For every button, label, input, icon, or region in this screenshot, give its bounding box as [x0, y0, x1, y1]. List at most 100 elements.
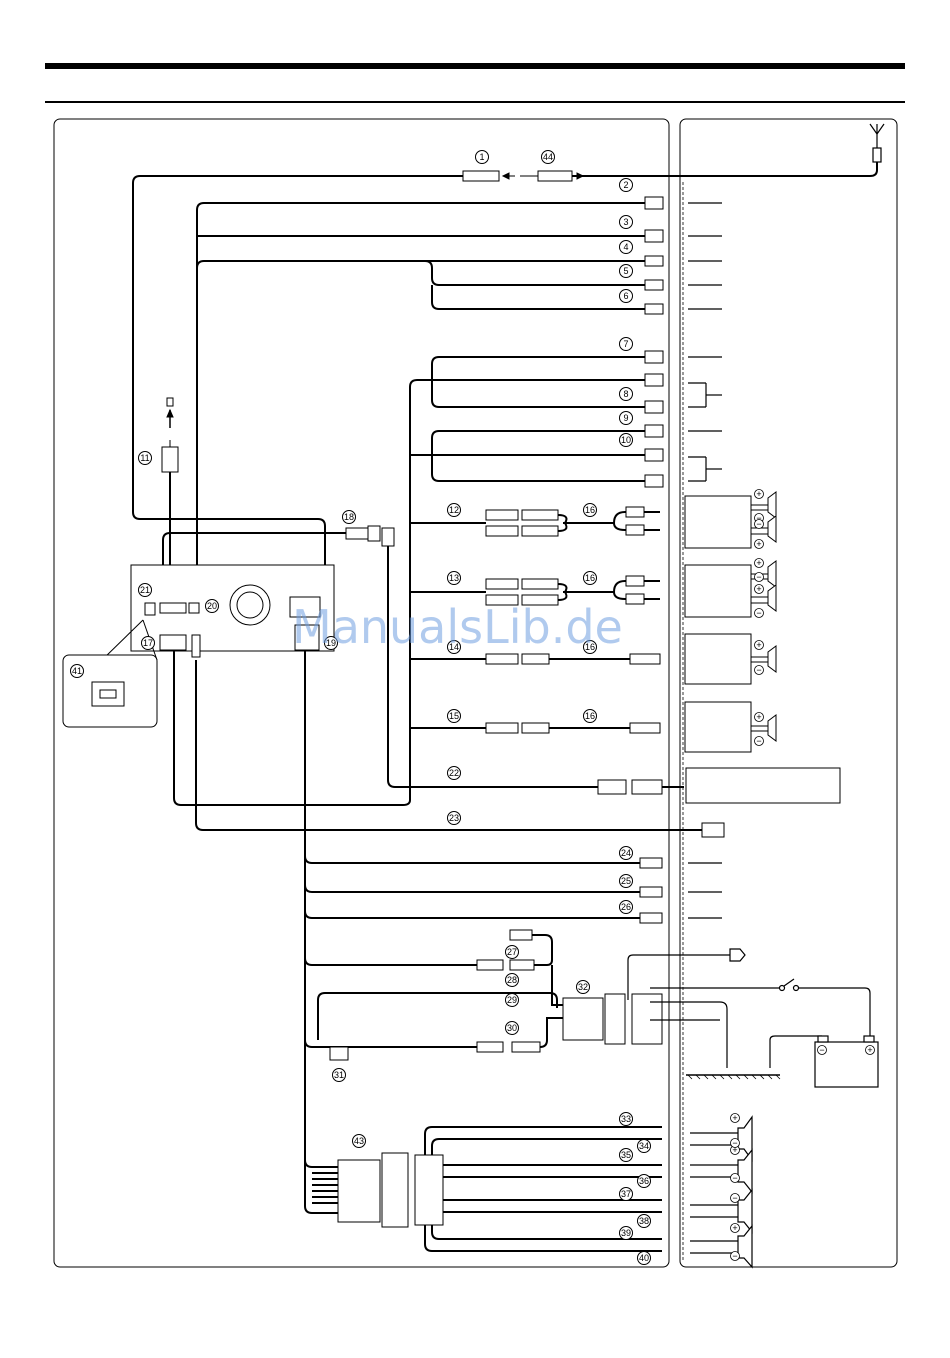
plus-symbol: + [755, 640, 764, 650]
minus-symbol: − [731, 1251, 740, 1261]
iso-connector-32 [563, 994, 662, 1044]
plus-symbol: + [731, 1113, 740, 1123]
svg-text:13: 13 [449, 573, 459, 583]
plus-symbol: + [755, 489, 764, 499]
minus-symbol: − [755, 572, 764, 582]
plus-symbol: + [755, 712, 764, 722]
callout-23: 23 [448, 812, 461, 825]
svg-text:40: 40 [639, 1253, 649, 1263]
callout-26: 26 [620, 901, 633, 914]
connector-18 [346, 526, 394, 546]
callout-10: 10 [620, 434, 633, 447]
svg-text:−: − [732, 1193, 737, 1203]
callout-20: 20 [206, 600, 219, 613]
callout-16: 16 [584, 504, 597, 517]
svg-text:7: 7 [623, 339, 628, 349]
svg-text:21: 21 [140, 585, 150, 595]
callout-39: 39 [620, 1227, 633, 1240]
callout-25: 25 [620, 875, 633, 888]
minus-symbol: − [731, 1193, 740, 1203]
minus-symbol: − [755, 608, 764, 618]
svg-text:+: + [867, 1045, 872, 1055]
minus-symbol: − [731, 1173, 740, 1183]
svg-text:+: + [756, 640, 761, 650]
minus-symbol: − [755, 519, 764, 529]
callout-35: 35 [620, 1149, 633, 1162]
svg-text:+: + [732, 1113, 737, 1123]
plus-symbol: + [731, 1223, 740, 1233]
callout-43: 43 [353, 1135, 366, 1148]
svg-text:22: 22 [449, 768, 459, 778]
header-thin-rule [45, 101, 905, 103]
callout-4: 4 [620, 241, 633, 254]
callout-44: 44 [542, 151, 555, 164]
callout-28: 28 [506, 974, 519, 987]
svg-text:25: 25 [621, 876, 631, 886]
power-section [628, 949, 878, 1087]
svg-text:26: 26 [621, 902, 631, 912]
callout-31: 31 [333, 1069, 346, 1082]
amp-speakers [751, 492, 776, 741]
svg-text:−: − [732, 1251, 737, 1261]
plus-symbol: + [755, 558, 764, 568]
minus-symbol: − [731, 1138, 740, 1148]
minus-symbol: − [818, 1045, 827, 1055]
svg-text:41: 41 [72, 666, 82, 676]
right-panel [680, 119, 897, 1267]
svg-text:−: − [732, 1138, 737, 1148]
callout-7: 7 [620, 338, 633, 351]
callout-40: 40 [638, 1252, 651, 1265]
callout-27: 27 [506, 946, 519, 959]
svg-text:32: 32 [578, 982, 588, 992]
svg-text:1: 1 [479, 152, 484, 162]
svg-text:15: 15 [449, 711, 459, 721]
antenna-connector-1 [463, 171, 515, 181]
svg-text:16: 16 [585, 573, 595, 583]
svg-text:8: 8 [623, 389, 628, 399]
car-speakers [690, 1117, 752, 1267]
callout-13: 13 [448, 572, 461, 585]
svg-text:9: 9 [623, 413, 628, 423]
svg-text:+: + [756, 712, 761, 722]
minus-symbol: − [755, 665, 764, 675]
connector-plugs [640, 197, 663, 923]
svg-text:23: 23 [449, 813, 459, 823]
svg-text:44: 44 [543, 152, 553, 162]
plus-symbol: + [866, 1045, 875, 1055]
svg-text:+: + [756, 539, 761, 549]
antenna-icon [570, 124, 884, 176]
svg-text:29: 29 [507, 995, 517, 1005]
svg-text:−: − [756, 572, 761, 582]
component-11 [162, 398, 178, 472]
callout-2: 2 [620, 179, 633, 192]
callout-37: 37 [620, 1188, 633, 1201]
svg-text:28: 28 [507, 975, 517, 985]
callout-22: 22 [448, 767, 461, 780]
svg-text:+: + [732, 1223, 737, 1233]
svg-text:+: + [756, 558, 761, 568]
plus-symbol: + [755, 539, 764, 549]
svg-text:36: 36 [639, 1176, 649, 1186]
header-thick-rule [45, 63, 905, 69]
callout-1: 1 [476, 151, 489, 164]
callout-5: 5 [620, 265, 633, 278]
svg-text:38: 38 [639, 1216, 649, 1226]
svg-text:10: 10 [621, 435, 631, 445]
callout-9: 9 [620, 412, 633, 425]
callout-18: 18 [343, 511, 356, 524]
svg-text:35: 35 [621, 1150, 631, 1160]
svg-text:33: 33 [621, 1114, 631, 1124]
callout-33: 33 [620, 1113, 633, 1126]
watermark: ManualsLib.de [292, 600, 623, 654]
svg-text:−: − [756, 519, 761, 529]
svg-text:−: − [732, 1173, 737, 1183]
svg-text:31: 31 [334, 1070, 344, 1080]
callout-34: 34 [638, 1140, 651, 1153]
svg-text:12: 12 [449, 505, 459, 515]
callout-30: 30 [506, 1022, 519, 1035]
callout-11: 11 [139, 452, 152, 465]
callout-36: 36 [638, 1175, 651, 1188]
svg-text:2: 2 [623, 180, 628, 190]
svg-text:34: 34 [639, 1141, 649, 1151]
